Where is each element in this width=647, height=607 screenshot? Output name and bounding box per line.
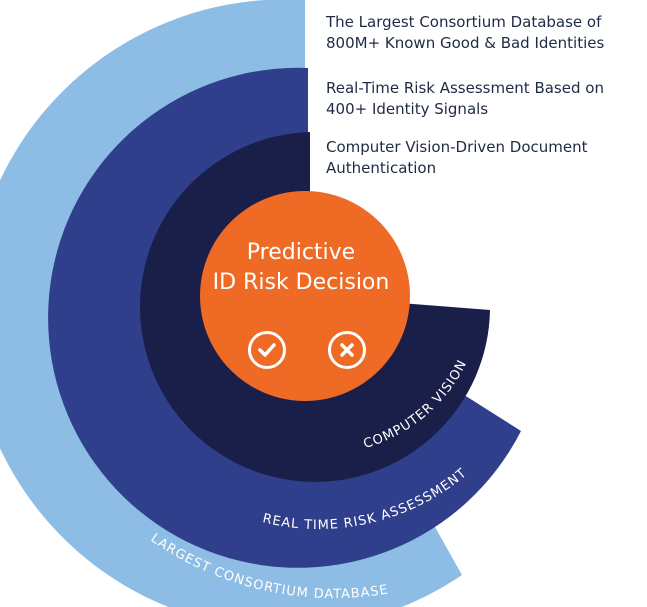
legend-item-vision-line2: Authentication bbox=[326, 159, 437, 177]
check-circle-icon bbox=[248, 331, 286, 369]
center-title-line2: ID Risk Decision bbox=[212, 270, 390, 295]
legend-item-database: The Largest Consortium Database of 800M+… bbox=[326, 12, 646, 54]
center-title-line1: Predictive bbox=[246, 240, 356, 265]
legend-item-vision-line1: Computer Vision-Driven Document bbox=[326, 138, 588, 156]
x-circle-icon bbox=[328, 331, 366, 369]
legend-item-risk-line2: 400+ Identity Signals bbox=[326, 100, 489, 118]
legend-item-database-line1: The Largest Consortium Database of bbox=[326, 13, 602, 31]
legend-item-computer-vision: Computer Vision-Driven Document Authenti… bbox=[326, 137, 646, 179]
legend-item-risk-assessment: Real-Time Risk Assessment Based on 400+ … bbox=[326, 78, 646, 120]
center-circle bbox=[200, 191, 410, 401]
legend-item-database-line2: 800M+ Known Good & Bad Identities bbox=[326, 34, 605, 52]
legend-item-risk-line1: Real-Time Risk Assessment Based on bbox=[326, 79, 604, 97]
